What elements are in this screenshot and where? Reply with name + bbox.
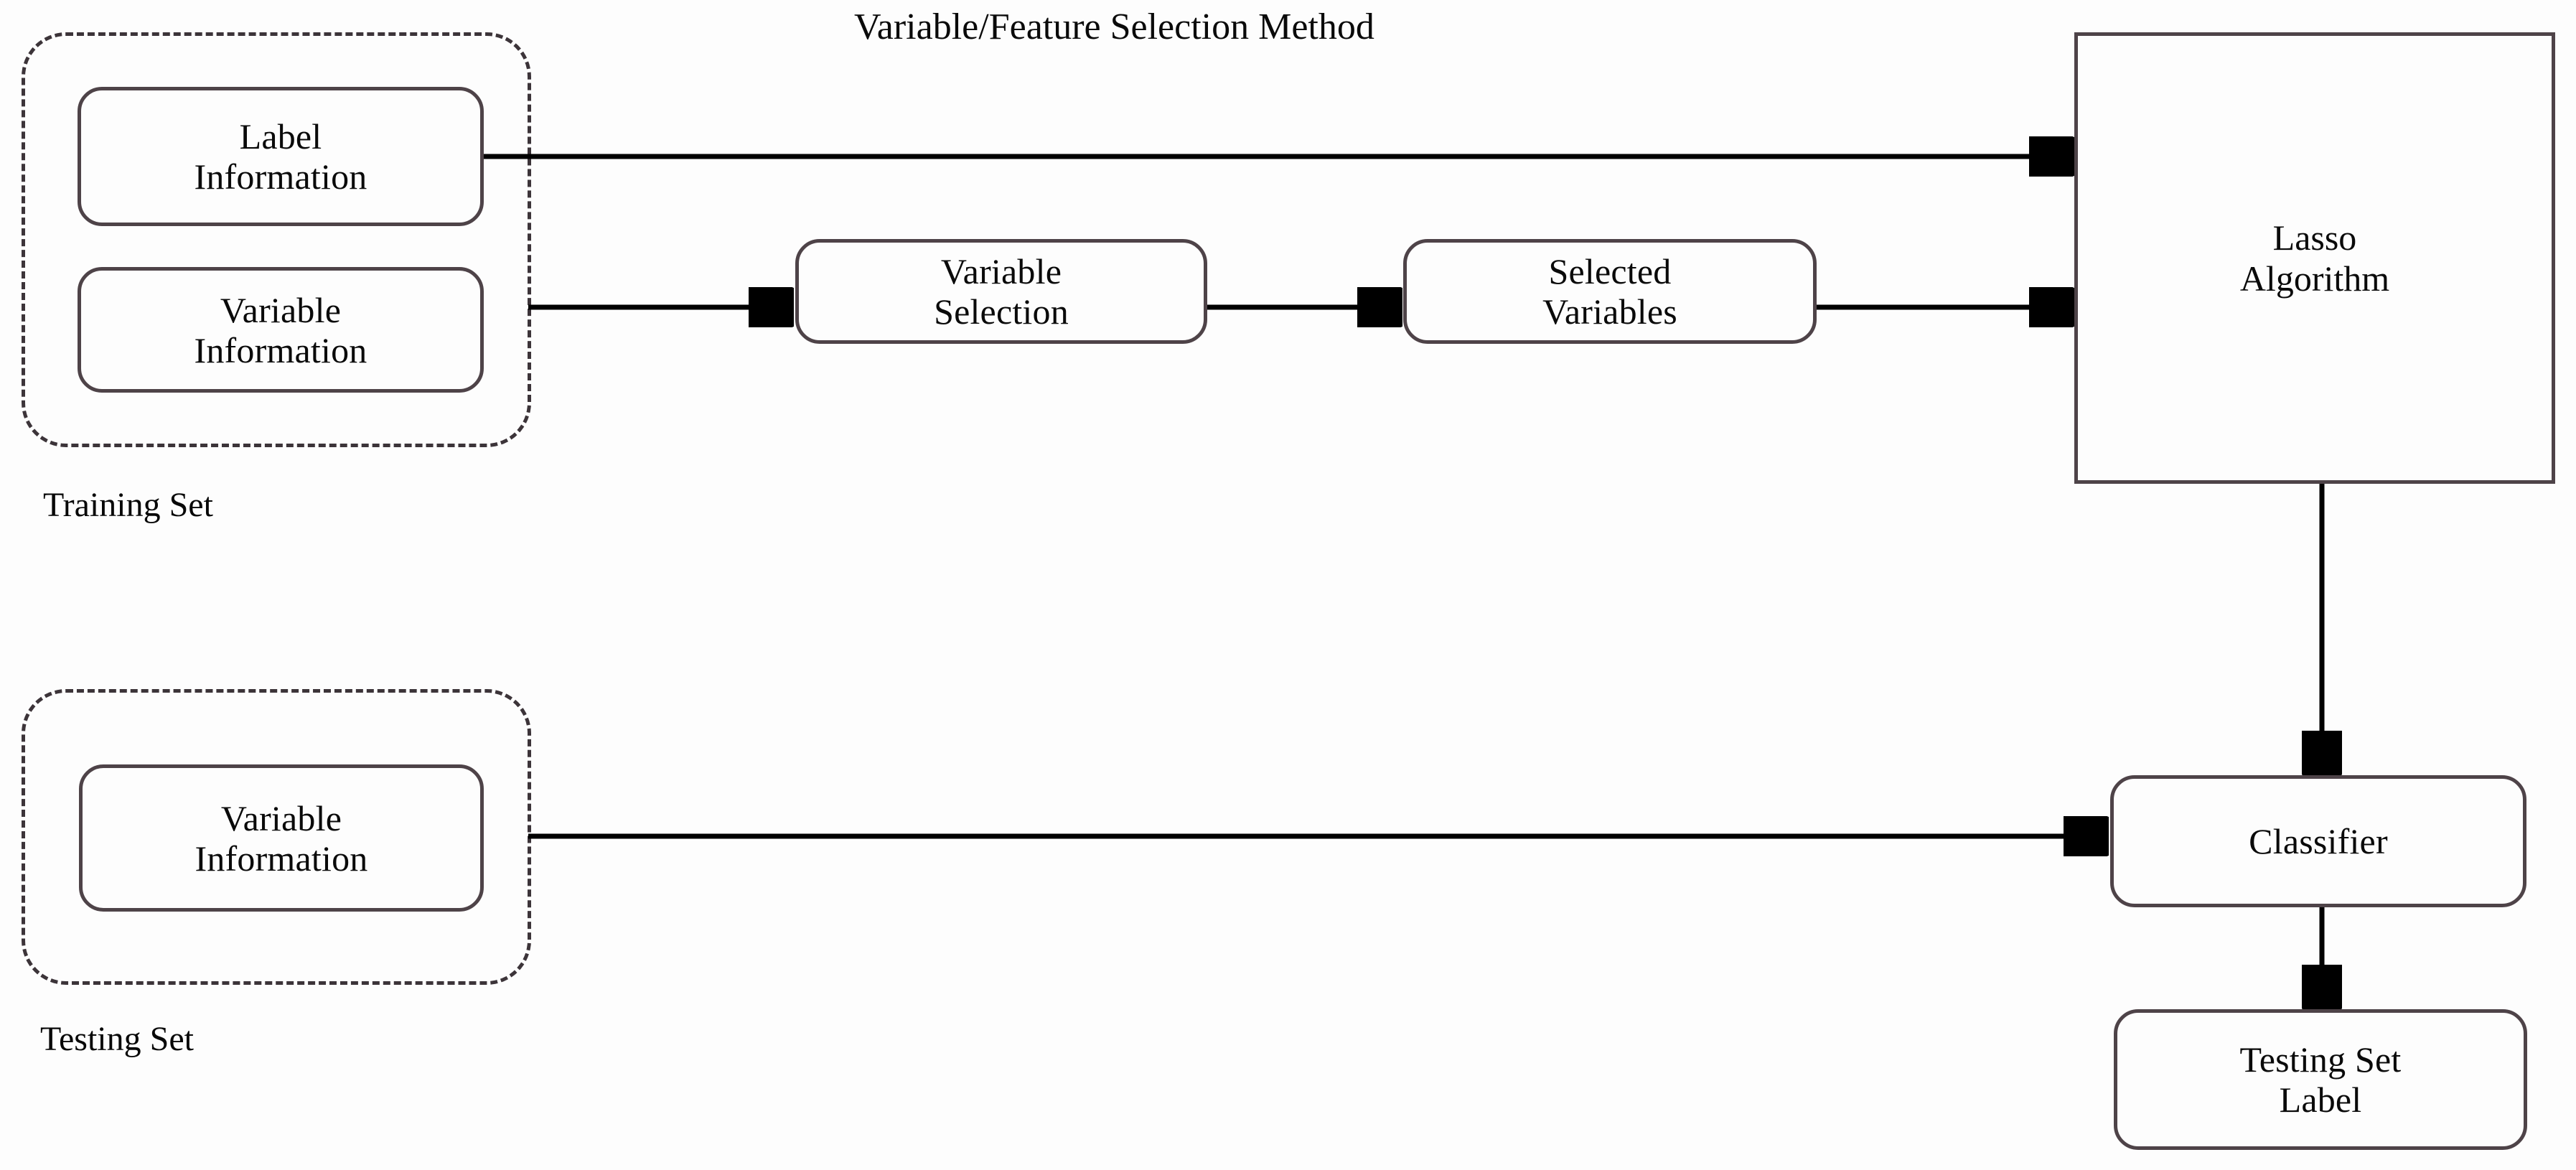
node-label-information-line1: Label — [239, 116, 322, 156]
node-lasso-algorithm[interactable]: Lasso Algorithm — [2074, 32, 2555, 484]
node-classifier-text: Classifier — [2242, 821, 2395, 861]
node-testing-set-label[interactable]: Testing Set Label — [2114, 1009, 2527, 1150]
node-test-variable-information-text: Variable Information — [187, 798, 375, 879]
node-label-information[interactable]: Label Information — [78, 87, 484, 226]
testing-set-caption: Testing Set — [40, 1020, 194, 1058]
node-label-information-text: Label Information — [187, 116, 374, 197]
node-train-variable-information-line1: Variable — [220, 289, 342, 330]
node-testing-set-label-text: Testing Set Label — [2232, 1039, 2408, 1120]
node-classifier-line1: Classifier — [2249, 821, 2388, 861]
node-lasso-algorithm-text: Lasso Algorithm — [2240, 217, 2389, 299]
node-label-information-line2: Information — [194, 156, 367, 197]
node-lasso-algorithm-line1: Lasso — [2272, 217, 2357, 258]
node-train-variable-information-line2: Information — [194, 329, 367, 370]
diagram-title: Variable/Feature Selection Method — [854, 6, 1374, 47]
node-selected-variables-line1: Selected — [1548, 251, 1672, 291]
node-variable-selection[interactable]: Variable Selection — [795, 239, 1207, 344]
node-classifier[interactable]: Classifier — [2110, 775, 2526, 907]
node-test-variable-information-line2: Information — [195, 838, 368, 879]
node-variable-selection-text: Variable Selection — [927, 251, 1076, 332]
training-set-caption: Training Set — [43, 486, 213, 524]
node-testing-set-label-line2: Label — [2279, 1080, 2362, 1120]
node-train-variable-information-text: Variable Information — [187, 290, 374, 370]
node-lasso-algorithm-line2: Algorithm — [2239, 258, 2390, 299]
node-test-variable-information-line1: Variable — [220, 797, 342, 838]
node-testing-set-label-line1: Testing Set — [2239, 1039, 2402, 1080]
node-train-variable-information[interactable]: Variable Information — [78, 267, 484, 393]
node-selected-variables[interactable]: Selected Variables — [1403, 239, 1817, 344]
node-test-variable-information[interactable]: Variable Information — [79, 764, 484, 912]
node-variable-selection-line1: Variable — [940, 251, 1062, 291]
training-set-group — [22, 32, 531, 447]
node-variable-selection-line2: Selection — [934, 291, 1069, 332]
node-selected-variables-text: Selected Variables — [1535, 251, 1685, 332]
node-selected-variables-line2: Variables — [1542, 291, 1677, 332]
